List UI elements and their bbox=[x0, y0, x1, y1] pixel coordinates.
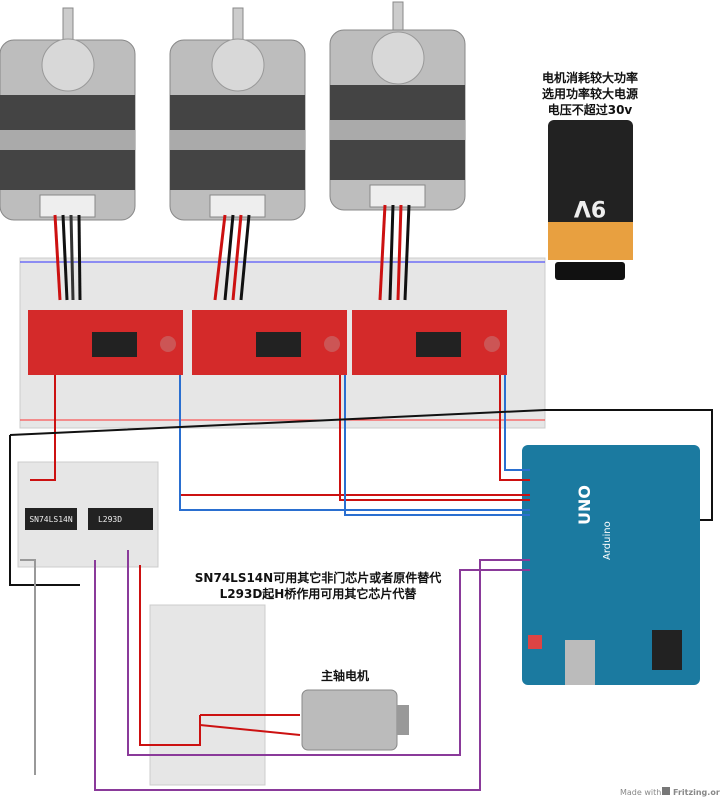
battery-note-1: 电机消耗较大功率 bbox=[542, 70, 638, 85]
fritzing-logo-icon bbox=[662, 787, 670, 795]
mini-breadboard bbox=[149, 604, 266, 786]
battery-note-3: 电压不超过30v bbox=[548, 102, 633, 117]
arduino-brand: Arduino bbox=[602, 521, 613, 560]
battery-label: 9V bbox=[574, 195, 606, 220]
stepper-driver-1 bbox=[28, 310, 183, 375]
stepper-driver-2 bbox=[192, 310, 347, 375]
battery-note-2: 选用功率较大电源 bbox=[542, 86, 638, 101]
stepper-motor-1 bbox=[0, 7, 136, 221]
chip-sn74ls14n bbox=[25, 508, 77, 530]
chip-note-2: L293D起H桥作用可用其它芯片代替 bbox=[220, 586, 418, 601]
spindle-label: 主轴电机 bbox=[321, 668, 369, 683]
chip1-label: SN74LS14N bbox=[29, 515, 73, 524]
made-with-label: Made with bbox=[620, 788, 661, 797]
stepper-motor-2 bbox=[169, 7, 306, 221]
fritzing-brand: Fritzing.org bbox=[673, 788, 720, 797]
arduino-uno: UNO Arduino bbox=[522, 445, 700, 685]
stepper-motor-3 bbox=[329, 1, 466, 211]
chip-l293d bbox=[88, 508, 153, 530]
arduino-model: UNO bbox=[575, 485, 594, 525]
spindle-dc-motor bbox=[301, 689, 409, 751]
chip2-label: L293D bbox=[98, 515, 122, 524]
battery-9v: 9V bbox=[548, 120, 633, 280]
stepper-wires bbox=[53, 204, 411, 301]
control-wires bbox=[9, 375, 713, 791]
chip-note-1: SN74LS14N可用其它非门芯片或者原件替代 bbox=[195, 570, 441, 585]
stepper-driver-3 bbox=[352, 310, 507, 375]
